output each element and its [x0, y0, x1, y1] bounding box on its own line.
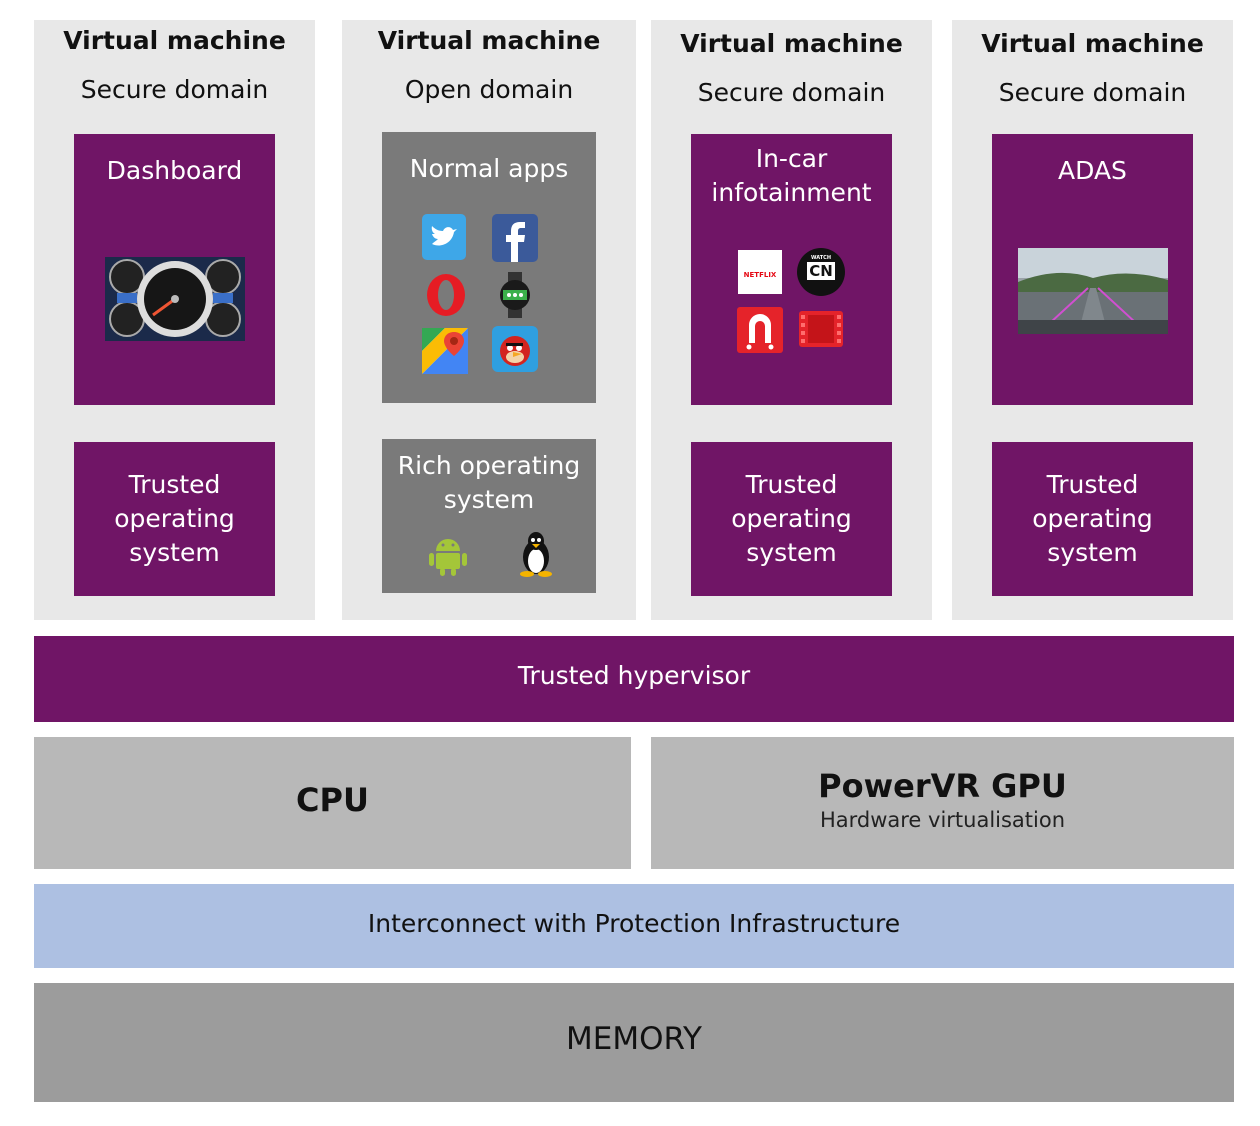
cn-watch-text: WATCH [810, 255, 832, 261]
adas-app-box: ADAS [992, 134, 1193, 405]
os-line: Trusted [745, 470, 838, 499]
rich-os-box: Rich operating system [382, 439, 596, 593]
opera-icon [427, 274, 465, 316]
cpu-label: CPU [296, 781, 369, 819]
smartwatch-icon [500, 272, 530, 318]
vm-domain: Secure domain [80, 75, 269, 104]
cn-logo-text: CN [807, 262, 835, 280]
hypervisor-label: Trusted hypervisor [517, 661, 751, 690]
app-title: Normal apps [409, 154, 569, 183]
gpu-title: PowerVR GPU [818, 767, 1067, 805]
vm-panel-1: Virtual machine Secure domain Dashboard … [34, 20, 315, 620]
os-line: Trusted [1046, 470, 1139, 499]
dashboard-gauges-icon [105, 257, 245, 341]
twitter-icon [422, 214, 466, 260]
linux-tux-icon [520, 532, 552, 577]
cartoon-network-icon: WATCH CN [797, 248, 845, 296]
cpu-block: CPU [34, 737, 631, 869]
trusted-os-box: Trusted operating system [691, 442, 892, 596]
vm-domain: Secure domain [697, 78, 886, 107]
os-line: operating [731, 504, 852, 533]
os-line: system [746, 538, 837, 567]
os-line: system [443, 485, 535, 514]
android-icon [429, 539, 467, 576]
os-line: system [129, 538, 220, 567]
interconnect-label: Interconnect with Protection Infrastruct… [367, 909, 901, 938]
film-icon [799, 311, 843, 347]
vm-title: Virtual machine [63, 26, 286, 55]
app-title: Dashboard [106, 156, 243, 185]
interconnect-bar: Interconnect with Protection Infrastruct… [34, 884, 1234, 968]
os-line: Trusted [128, 470, 221, 499]
gpu-subtitle: Hardware virtualisation [819, 808, 1066, 832]
vm-panel-2: Virtual machine Open domain Normal apps [342, 20, 636, 620]
infotainment-app-box: In-car infotainment NETFLIX WATCH CN [691, 134, 892, 405]
app-title-line: In-car [755, 144, 828, 173]
facebook-icon [492, 214, 538, 262]
netflix-logo-text: NETFLIX [743, 271, 777, 279]
gpu-block: PowerVR GPU Hardware virtualisation [651, 737, 1234, 869]
os-line: operating [114, 504, 235, 533]
trusted-os-box: Trusted operating system [74, 442, 275, 596]
vm-panel-3: Virtual machine Secure domain In-car inf… [651, 20, 932, 620]
vm-title: Virtual machine [680, 29, 903, 58]
os-line: Rich operating [397, 451, 581, 480]
trusted-hypervisor-bar: Trusted hypervisor [34, 636, 1234, 722]
red-app-icon [737, 307, 783, 353]
trusted-os-box: Trusted operating system [992, 442, 1193, 596]
road-camera-icon [1018, 248, 1168, 334]
app-title: ADAS [1058, 156, 1127, 185]
vm-domain: Secure domain [998, 78, 1187, 107]
netflix-icon: NETFLIX [738, 250, 782, 294]
os-line: system [1047, 538, 1138, 567]
normal-apps-box: Normal apps [382, 132, 596, 403]
vm-domain: Open domain [404, 75, 574, 104]
vm-title: Virtual machine [377, 26, 601, 55]
vm-title: Virtual machine [981, 29, 1204, 58]
memory-bar: MEMORY [34, 983, 1234, 1102]
app-title-line: infotainment [711, 178, 872, 207]
os-line: operating [1032, 504, 1153, 533]
angry-birds-icon [492, 326, 538, 372]
google-maps-icon [422, 328, 468, 374]
memory-label: MEMORY [566, 1021, 702, 1057]
dashboard-app-box: Dashboard [74, 134, 275, 405]
vm-panel-4: Virtual machine Secure domain ADAS Trust… [952, 20, 1233, 620]
